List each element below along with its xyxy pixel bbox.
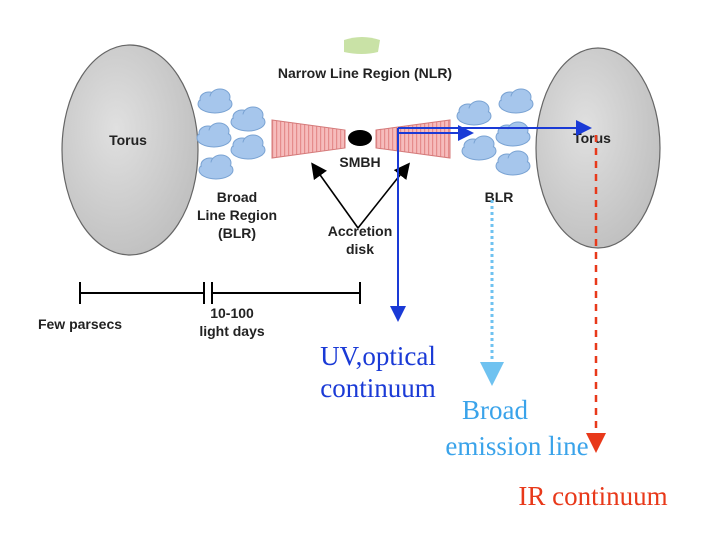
- blr-right-label: BLR: [485, 189, 514, 205]
- blr-left-label-3: (BLR): [218, 225, 256, 241]
- few-parsecs-label: Few parsecs: [38, 316, 122, 332]
- cone-right: [375, 119, 451, 159]
- cone-left: [271, 119, 346, 159]
- accretion-label-1: Accretion: [328, 223, 393, 239]
- torus-left: [61, 44, 199, 256]
- broad-emission-label-1: Broad: [462, 395, 528, 425]
- smbh-label: SMBH: [339, 154, 380, 170]
- accretion-arrow-right: [357, 162, 410, 229]
- nlr-blob: [344, 37, 380, 54]
- accretion-label-2: disk: [346, 241, 374, 257]
- accretion-arrow-left: [311, 162, 359, 229]
- scale-bar: [79, 282, 361, 304]
- blr-clouds-left: [196, 88, 266, 180]
- uv-optical-label-1: UV,optical: [320, 341, 436, 371]
- torus-right-label: Torus: [573, 130, 611, 146]
- ir-continuum-label: IR continuum: [518, 481, 667, 511]
- smbh: [348, 130, 372, 146]
- torus-right: [535, 47, 661, 249]
- broad-emission-label-2: emission line: [445, 431, 588, 461]
- blr-left-label-1: Broad: [217, 189, 257, 205]
- nlr-label: Narrow Line Region (NLR): [278, 65, 452, 81]
- light-days-label-1: 10-100: [210, 305, 254, 321]
- light-days-label-2: light days: [199, 323, 265, 339]
- torus-left-label: Torus: [109, 132, 147, 148]
- uv-optical-label-2: continuum: [320, 373, 436, 403]
- blr-left-label-2: Line Region: [197, 207, 277, 223]
